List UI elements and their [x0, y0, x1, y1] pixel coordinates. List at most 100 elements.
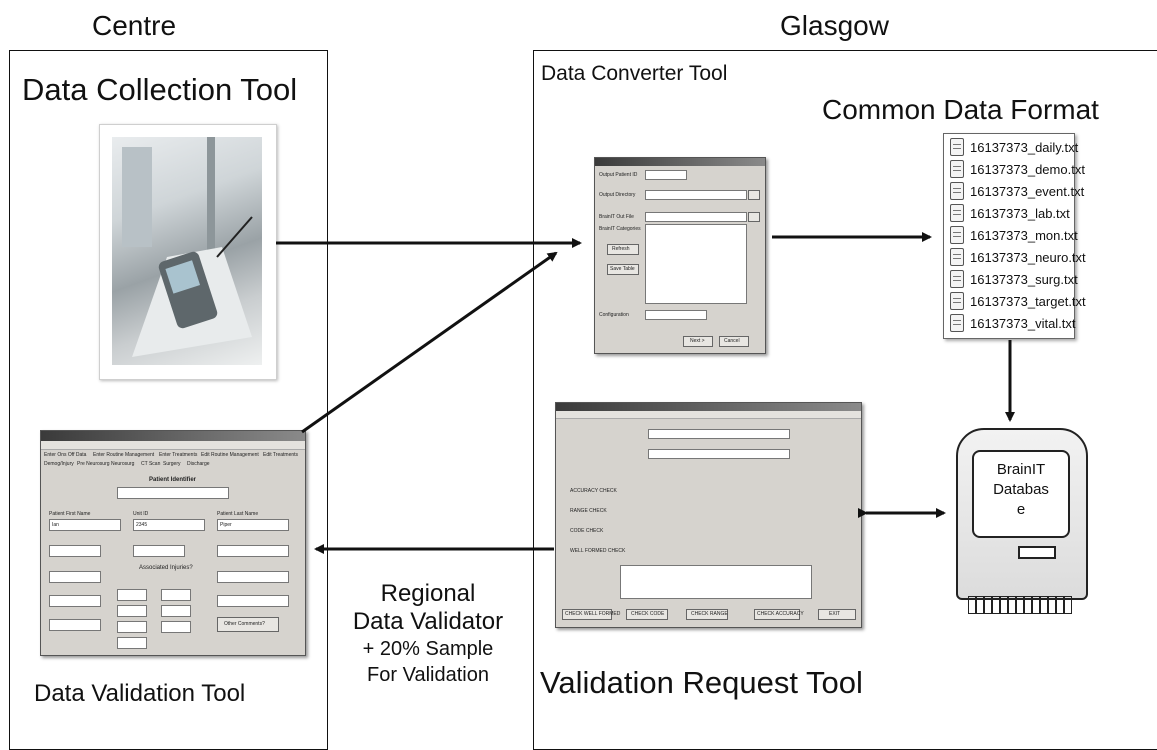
- validation-tab-1[interactable]: Enter Ons Off Data: [44, 452, 87, 458]
- last-name-label: Patient Last Name: [217, 511, 259, 517]
- check-range-button[interactable]: CHECK RANGE: [686, 609, 728, 620]
- browse-file-button[interactable]: [748, 212, 760, 222]
- status-text-area[interactable]: [620, 565, 812, 599]
- converter-label-1: Output Patient ID: [599, 172, 638, 178]
- configuration-field[interactable]: [645, 310, 707, 320]
- regional-line-2: Data Validator: [352, 608, 504, 635]
- injury-field-3[interactable]: [117, 605, 147, 617]
- text-file-icon: [950, 314, 964, 332]
- time-injury-field[interactable]: [49, 595, 101, 607]
- regional-line-4: For Validation: [367, 664, 489, 686]
- injury-field-5[interactable]: [117, 621, 147, 633]
- trauma-type-field[interactable]: [217, 545, 289, 557]
- data-validation-screenshot: Enter Ons Off Data Enter Routine Managem…: [40, 430, 306, 656]
- last-name-value: Piper: [220, 522, 232, 528]
- unit-id-label: Unit ID: [133, 511, 149, 517]
- file-name: 16137373_surg.txt: [970, 271, 1078, 287]
- injury-field-1[interactable]: [117, 589, 147, 601]
- save-table-button[interactable]: Save Table: [607, 264, 639, 275]
- text-file-icon: [950, 160, 964, 178]
- file-item-target[interactable]: 16137373_target.txt: [950, 290, 1086, 312]
- validation-tab-4[interactable]: Edit Routine Management: [201, 452, 259, 458]
- unit-id-field[interactable]: 2345: [133, 519, 205, 531]
- output-patient-id-field[interactable]: [645, 170, 687, 180]
- converter-label-2: Output Directory: [599, 192, 636, 198]
- save-table-label: Save Table: [610, 266, 635, 272]
- file-item-mon[interactable]: 16137373_mon.txt: [950, 224, 1078, 246]
- other-comments-button[interactable]: Other Comments?: [217, 617, 279, 632]
- file-item-surg[interactable]: 16137373_surg.txt: [950, 268, 1078, 290]
- check-code-label: CHECK CODE: [631, 611, 665, 617]
- categories-list[interactable]: [645, 224, 747, 304]
- request-path-field-2[interactable]: [648, 449, 790, 459]
- centre-label: Centre: [92, 10, 177, 41]
- validation-subtab-1[interactable]: Demog/Injury: [44, 461, 74, 467]
- converter-label-4: BrainIT Categories: [599, 226, 641, 232]
- refresh-button[interactable]: Refresh: [607, 244, 639, 255]
- validation-tab-5[interactable]: Edit Treatments: [263, 452, 299, 458]
- validation-subtab-4[interactable]: CT Scan: [141, 461, 161, 467]
- exit-button[interactable]: EXIT: [818, 609, 856, 620]
- file-item-event[interactable]: 16137373_event.txt: [950, 180, 1084, 202]
- alcohol-drugs-field[interactable]: [217, 595, 289, 607]
- text-file-icon: [950, 248, 964, 266]
- text-file-icon: [950, 182, 964, 200]
- date-injury-field[interactable]: [49, 571, 101, 583]
- database-pins: [968, 596, 1072, 614]
- handheld-device-image: [112, 137, 262, 365]
- database-screen: BrainIT Databas e: [972, 450, 1070, 538]
- file-item-demo[interactable]: 16137373_demo.txt: [950, 158, 1085, 180]
- file-name: 16137373_target.txt: [970, 293, 1086, 309]
- age-field[interactable]: [49, 619, 101, 631]
- validation-subtab-5[interactable]: Surgery: [163, 461, 181, 467]
- check-label-3: CODE CHECK: [570, 528, 604, 534]
- injury-field-4[interactable]: [161, 605, 191, 617]
- validation-heading: Patient Identifier: [149, 477, 197, 483]
- file-item-lab[interactable]: 16137373_lab.txt: [950, 202, 1070, 224]
- validation-tab-2[interactable]: Enter Routine Management: [93, 452, 155, 458]
- injury-field-6[interactable]: [161, 621, 191, 633]
- regional-line-3: + 20% Sample: [362, 638, 494, 660]
- other-comments-label: Other Comments?: [224, 621, 265, 627]
- validation-subtab-3[interactable]: Neurosurg: [111, 461, 135, 467]
- file-name: 16137373_mon.txt: [970, 227, 1078, 243]
- dob-field[interactable]: [49, 545, 101, 557]
- validation-subtab-6[interactable]: Discharge: [187, 461, 210, 467]
- validation-titlebar: [41, 431, 305, 441]
- text-file-icon: [950, 204, 964, 222]
- check-code-button[interactable]: CHECK CODE: [626, 609, 668, 620]
- request-path-field-1[interactable]: [648, 429, 790, 439]
- validation-subtab-2[interactable]: Pre Neurosurg: [77, 461, 110, 467]
- data-collection-tool-title: Data Collection Tool: [22, 72, 298, 107]
- file-item-daily[interactable]: 16137373_daily.txt: [950, 136, 1078, 158]
- injuries-heading: Associated Injuries?: [139, 565, 193, 571]
- cancel-button[interactable]: Cancel: [719, 336, 749, 347]
- text-file-icon: [950, 226, 964, 244]
- check-accuracy-label: CHECK ACCURACY: [757, 611, 804, 617]
- check-accuracy-button[interactable]: CHECK ACCURACY: [754, 609, 804, 620]
- output-directory-field[interactable]: [645, 190, 747, 200]
- request-titlebar: [556, 403, 861, 411]
- injury-field-7[interactable]: [117, 637, 147, 649]
- text-file-icon: [950, 138, 964, 156]
- medical-history-field[interactable]: [217, 571, 289, 583]
- browse-directory-button[interactable]: [748, 190, 760, 200]
- injury-field-2[interactable]: [161, 589, 191, 601]
- exit-label: EXIT: [829, 611, 841, 617]
- validation-menubar: [41, 441, 305, 450]
- validation-tab-3[interactable]: Enter Treatments: [159, 452, 198, 458]
- brainit-out-file-field[interactable]: [645, 212, 747, 222]
- patient-id-field[interactable]: [117, 487, 229, 499]
- next-button[interactable]: Next >: [683, 336, 713, 347]
- validation-to-converter-arrow: [301, 251, 558, 434]
- file-name: 16137373_neuro.txt: [970, 249, 1086, 265]
- text-file-icon: [950, 270, 964, 288]
- file-item-neuro[interactable]: 16137373_neuro.txt: [950, 246, 1086, 268]
- text-file-icon: [950, 292, 964, 310]
- file-item-vital[interactable]: 16137373_vital.txt: [950, 312, 1076, 334]
- first-name-field[interactable]: Ian: [49, 519, 121, 531]
- sex-field[interactable]: [133, 545, 185, 557]
- last-name-field[interactable]: Piper: [217, 519, 289, 531]
- check-well-formed-button[interactable]: CHECK WELL FORMED: [562, 609, 620, 620]
